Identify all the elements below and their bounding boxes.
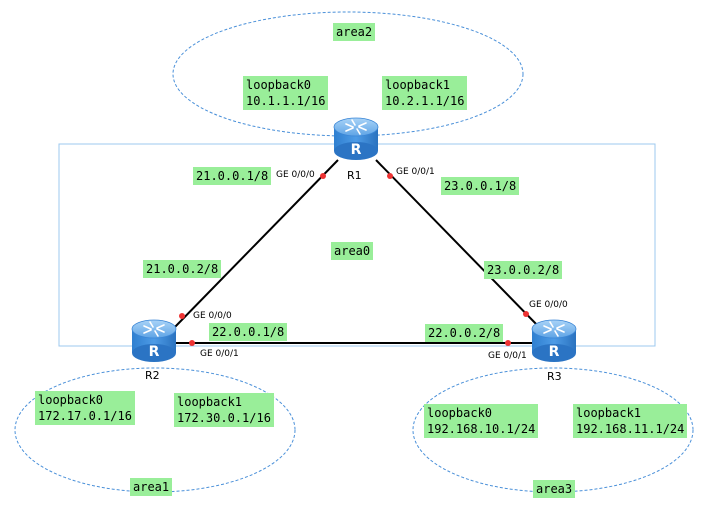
r3-port-ge001: GE 0/0/1: [488, 351, 527, 361]
router-icon-letter: R: [549, 344, 560, 360]
area3-label: area3: [533, 480, 576, 498]
r2-loopback0-label: loopback0: [38, 393, 104, 407]
router-r3-name: R3: [547, 370, 562, 383]
link-r1-r2: [171, 159, 339, 331]
area2-label: area2: [333, 23, 376, 41]
ip-r1-r3-r3: 23.0.0.2/8: [484, 261, 563, 279]
port-dot-r2-ge000: [179, 313, 185, 319]
router-r1-name: R1: [347, 169, 362, 182]
router-r3[interactable]: R: [531, 319, 577, 363]
r1-port-ge001: GE 0/0/1: [396, 167, 435, 177]
r3-loopback1-ip: 192.168.11.1/24: [576, 422, 685, 436]
ip-r1-r2-r1: 21.0.0.1/8: [193, 167, 272, 185]
r1-loopback0-label: loopback0: [246, 78, 312, 92]
r1-loopback1-ip: 10.2.1.1/16: [385, 94, 465, 108]
router-r1[interactable]: R: [333, 117, 379, 161]
ip-r2-r3-r2: 22.0.0.1/8: [209, 323, 288, 341]
router-icon-letter: R: [149, 344, 160, 360]
r2-loopback1: loopback1 172.30.0.1/16: [174, 393, 274, 427]
area1-label: area1: [130, 478, 173, 496]
r2-loopback0-ip: 172.17.0.1/16: [38, 409, 132, 423]
port-dot-r1-ge000: [320, 173, 326, 179]
router-r2-name: R2: [145, 369, 160, 382]
r1-loopback1: loopback1 10.2.1.1/16: [382, 76, 468, 110]
r3-loopback0-label: loopback0: [427, 406, 493, 420]
area3-ellipse: [412, 367, 694, 493]
r3-loopback0-ip: 192.168.10.1/24: [427, 422, 536, 436]
port-dot-r2-ge001: [189, 340, 195, 346]
ip-r1-r2-r2: 21.0.0.2/8: [143, 260, 222, 278]
router-icon-letter: R: [351, 142, 362, 158]
r1-loopback1-label: loopback1: [385, 78, 451, 92]
port-dot-r3-ge001: [505, 340, 511, 346]
port-dot-r3-ge000: [523, 311, 529, 317]
ip-r1-r3-r1: 23.0.0.1/8: [441, 177, 520, 195]
r2-loopback1-label: loopback1: [177, 395, 243, 409]
area1-ellipse: [14, 367, 296, 493]
r3-loopback1-label: loopback1: [576, 406, 642, 420]
r1-port-ge000: GE 0/0/0: [276, 170, 315, 180]
r3-port-ge000: GE 0/0/0: [529, 300, 568, 310]
router-r2[interactable]: R: [131, 319, 177, 363]
r2-port-ge000: GE 0/0/0: [193, 311, 232, 321]
r1-loopback0-ip: 10.1.1.1/16: [246, 94, 326, 108]
ip-r2-r3-r3: 22.0.0.2/8: [425, 324, 504, 342]
r3-loopback1: loopback1 192.168.11.1/24: [573, 404, 688, 438]
r2-loopback0: loopback0 172.17.0.1/16: [35, 391, 135, 425]
link-r1-r3: [375, 159, 541, 329]
area0-label: area0: [331, 242, 374, 260]
r1-loopback0: loopback0 10.1.1.1/16: [243, 76, 329, 110]
r2-loopback1-ip: 172.30.0.1/16: [177, 411, 271, 425]
r3-loopback0: loopback0 192.168.10.1/24: [424, 404, 539, 438]
r2-port-ge001: GE 0/0/1: [200, 349, 239, 359]
port-dot-r1-ge001: [387, 173, 393, 179]
